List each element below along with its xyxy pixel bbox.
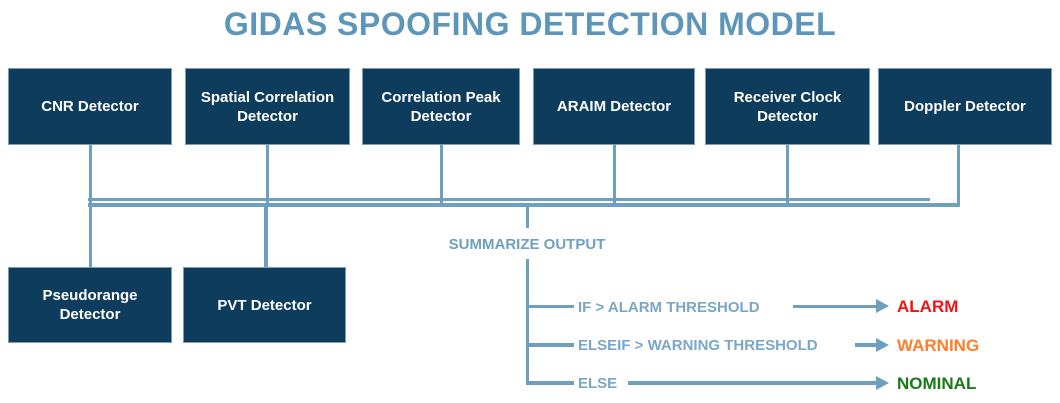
arrow-line-warning <box>855 343 876 347</box>
detector-box-araim: ARAIM Detector <box>533 68 695 145</box>
branch-stub-alarm <box>525 304 574 308</box>
bus-line-lower <box>88 203 960 207</box>
connector-spatial-correlation <box>265 145 269 205</box>
arrow-head-icon <box>876 375 889 390</box>
arrow-head-icon <box>876 337 889 352</box>
branch-condition-alarm: IF > ALARM THRESHOLD <box>578 298 760 316</box>
summarize-output-label: SUMMARIZE OUTPUT <box>448 236 606 253</box>
branch-stub-warning <box>525 343 574 347</box>
connector-cnr <box>88 145 92 205</box>
arrow-head-icon <box>876 299 889 313</box>
connector-correlation-peak <box>439 145 443 205</box>
connector-receiver-clock <box>785 145 789 205</box>
branch-condition-nominal: ELSE <box>578 375 618 392</box>
branch-stub-nominal <box>525 381 574 385</box>
detector-box-correlation-peak: Correlation Peak Detector <box>362 68 520 145</box>
detector-label: Pseudorange Detector <box>42 287 138 323</box>
arrow-line-nominal <box>628 381 876 385</box>
detector-box-doppler: Doppler Detector <box>878 68 1052 145</box>
detector-label: ARAIM Detector <box>556 98 672 115</box>
connector-araim <box>612 145 616 205</box>
detector-label: PVT Detector <box>217 296 312 314</box>
connector-pseudorange <box>88 205 92 267</box>
detector-box-receiver-clock: Receiver Clock Detector <box>705 68 870 145</box>
detector-label: Receiver Clock Detector <box>733 88 842 125</box>
result-nominal: NOMINAL <box>897 373 977 393</box>
detector-box-cnr: CNR Detector <box>8 68 172 145</box>
diagram-title: GIDAS SPOOFING DETECTION MODEL <box>223 6 837 42</box>
bus-line-upper <box>88 198 930 201</box>
decision-tree-line <box>525 259 529 385</box>
detector-label: Correlation Peak Detector <box>381 88 501 125</box>
detector-box-pvt: PVT Detector <box>183 267 346 343</box>
detector-box-pseudorange: Pseudorange Detector <box>8 267 172 343</box>
detector-box-spatial-correlation: Spatial Correlation Detector <box>185 68 350 145</box>
detector-label: Doppler Detector <box>904 98 1026 115</box>
connector-doppler <box>956 145 960 205</box>
result-warning: WARNING <box>897 335 980 355</box>
result-alarm: ALARM <box>897 297 959 316</box>
detector-label: Spatial Correlation Detector <box>200 88 335 125</box>
detector-label: CNR Detector <box>41 98 139 115</box>
arrow-line-alarm <box>793 304 876 308</box>
branch-condition-warning: ELSEIF > WARNING THRESHOLD <box>578 337 818 354</box>
connector-summarize-stub <box>525 205 529 228</box>
connector-pvt <box>264 205 268 267</box>
